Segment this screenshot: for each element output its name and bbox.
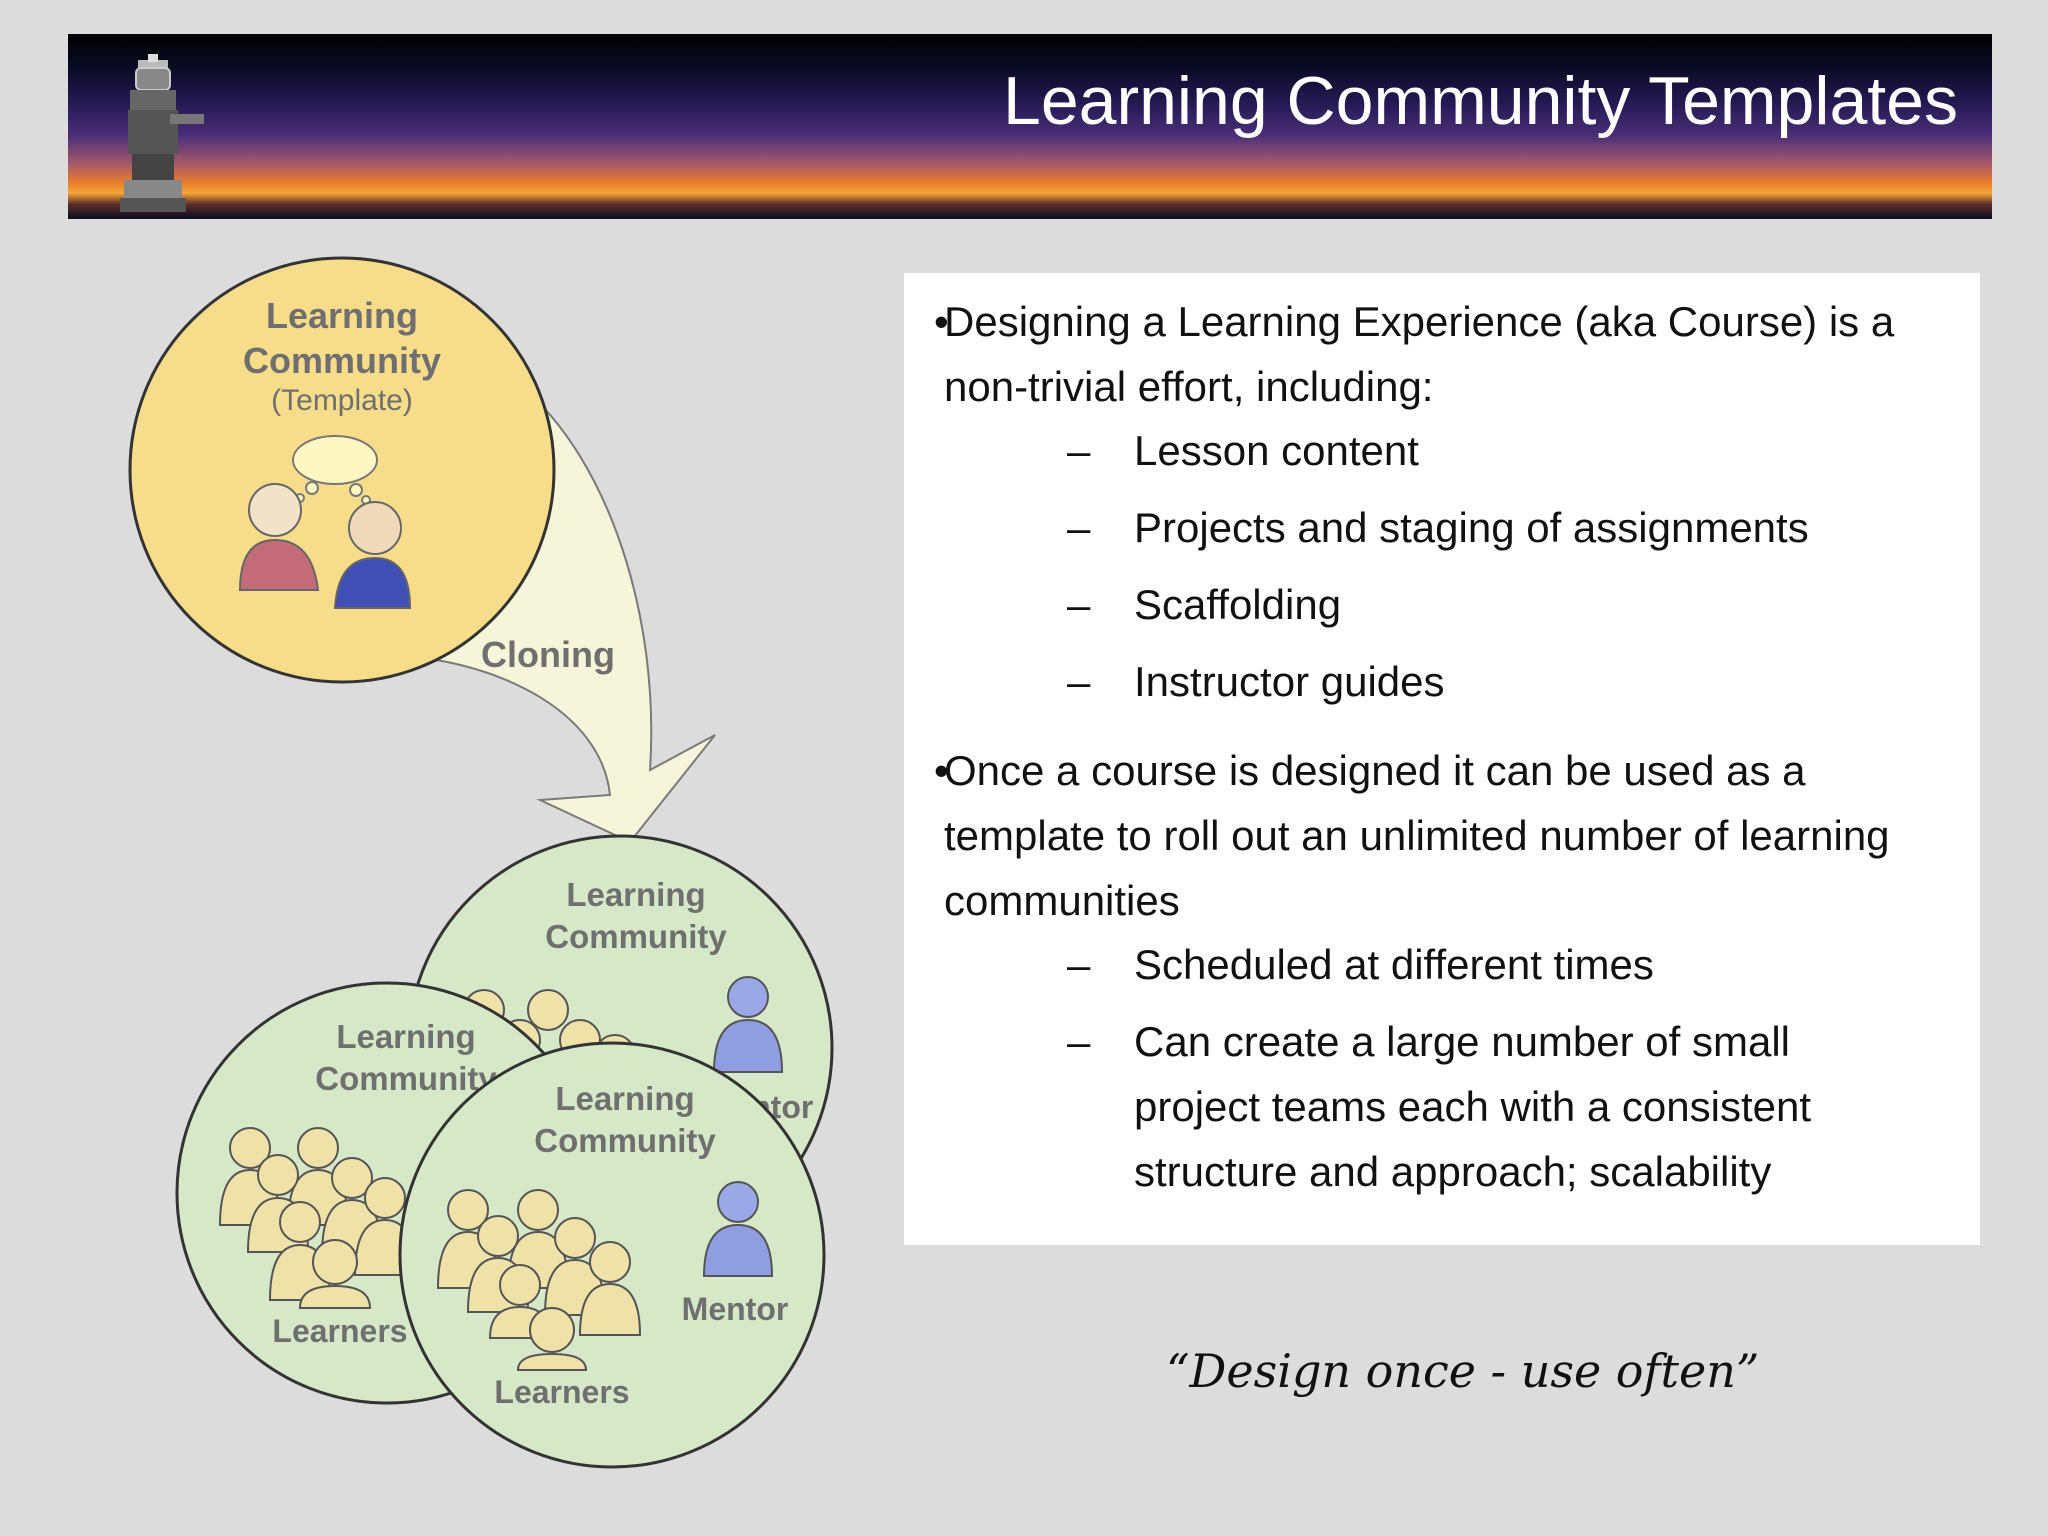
dash-marker: – — [1067, 581, 1091, 628]
tagline-quote: “Design once - use often” — [1166, 1344, 1760, 1398]
mentor-icon — [712, 976, 784, 1073]
bullet-level1: Designing a Learning Experience (aka Cou… — [944, 298, 1895, 410]
learners-group-icon — [218, 1127, 417, 1309]
dash-marker: – — [1067, 658, 1091, 705]
template-label-line2: Community — [243, 340, 441, 381]
template-community: Learning Community (Template) — [128, 256, 556, 684]
title-banner: Learning Community Templates — [68, 34, 1992, 219]
bullet-level2: Scaffolding — [1134, 581, 1342, 628]
robot-icon — [120, 54, 204, 212]
template-label-line3: (Template) — [271, 384, 413, 417]
dash-marker: – — [1067, 427, 1091, 474]
learners-group-icon — [436, 1189, 642, 1371]
cloning-diagram: Cloning Learning Community (Template) Le… — [128, 256, 834, 1469]
clone-left-label-line2: Community — [315, 1060, 497, 1097]
dash-marker: – — [1067, 941, 1091, 988]
clone-front-learners-label: Learners — [494, 1374, 629, 1410]
clone-community-front: Learning Community Mentor Learners — [398, 1041, 826, 1469]
bullet-level2: Lesson content — [1134, 427, 1419, 474]
bullet-list-box: • Designing a Learning Experience (aka C… — [904, 273, 1980, 1245]
bullet-level2: Instructor guides — [1134, 658, 1445, 705]
bullet-level2: Scheduled at different times — [1134, 941, 1654, 988]
clone-left-learners-label: Learners — [272, 1313, 407, 1349]
bullet-level1: Once a course is designed it can be used… — [944, 747, 1890, 924]
mentor-icon — [702, 1181, 774, 1277]
clone-back-label-line1: Learning — [566, 876, 705, 913]
arrow-label: Cloning — [481, 634, 615, 675]
clone-front-label-line1: Learning — [555, 1080, 694, 1117]
instructor-pair-icon — [238, 483, 412, 609]
clone-left-label-line1: Learning — [336, 1018, 475, 1055]
clone-back-label-line2: Community — [545, 918, 727, 955]
cloning-arrow — [358, 383, 716, 844]
thought-bubble-icon — [292, 435, 378, 505]
dash-marker: – — [1067, 504, 1091, 551]
bullet-marker: • — [934, 298, 949, 345]
page-title: Learning Community Templates — [1003, 63, 1958, 139]
bullet-marker: • — [934, 747, 949, 794]
bullet-level2: Projects and staging of assignments — [1134, 504, 1809, 551]
dash-marker: – — [1067, 1018, 1091, 1065]
template-label-line1: Learning — [266, 295, 418, 336]
clone-front-mentor-label: Mentor — [682, 1291, 789, 1327]
clone-front-label-line2: Community — [534, 1122, 716, 1159]
bullet-level2: Can create a large number of small proje… — [1134, 1018, 1812, 1195]
